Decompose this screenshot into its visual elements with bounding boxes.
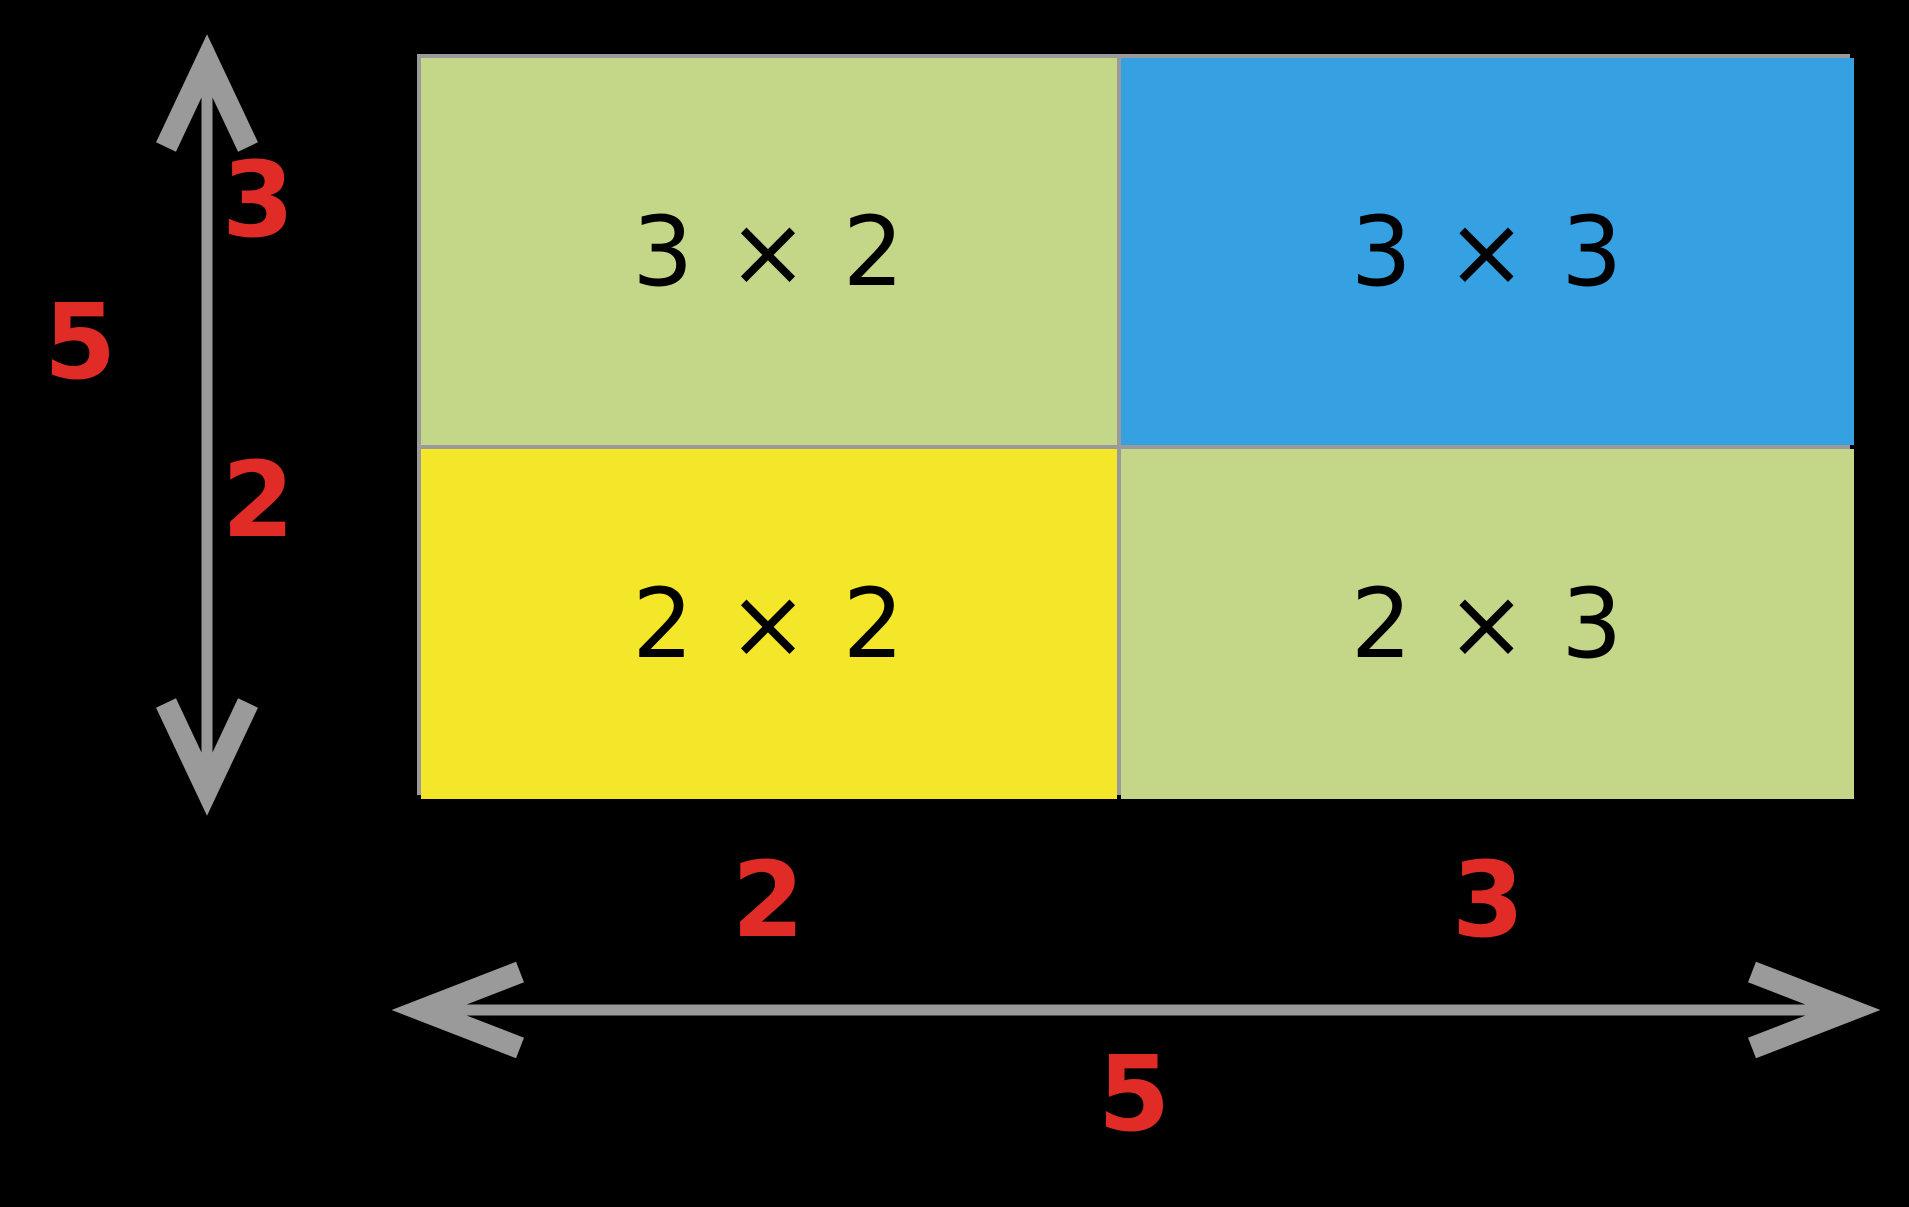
grid-cell-bottom-right[interactable]: 2 × 3 [1121, 449, 1854, 799]
label-left-bottom: 2 [221, 439, 295, 561]
grid-cell-label: 2 × 3 [1350, 568, 1625, 680]
grid-cell-label: 3 × 2 [632, 195, 906, 308]
grid-cell-bottom-left[interactable]: 2 × 2 [421, 449, 1117, 799]
label-left-top: 3 [221, 139, 295, 261]
label-bottom-right: 3 [1451, 839, 1525, 961]
grid-cell-top-right[interactable]: 3 × 3 [1121, 58, 1854, 445]
grid-cell-top-left[interactable]: 3 × 2 [421, 58, 1117, 445]
grid-cell-label: 2 × 2 [632, 568, 906, 680]
grid-cell-label: 3 × 3 [1350, 195, 1625, 308]
label-left-total: 5 [43, 281, 117, 403]
label-bottom-total: 5 [1097, 1033, 1171, 1155]
label-bottom-left: 2 [731, 839, 805, 961]
area-model-grid: 3 × 2 3 × 3 2 × 2 2 × 3 [417, 54, 1854, 799]
